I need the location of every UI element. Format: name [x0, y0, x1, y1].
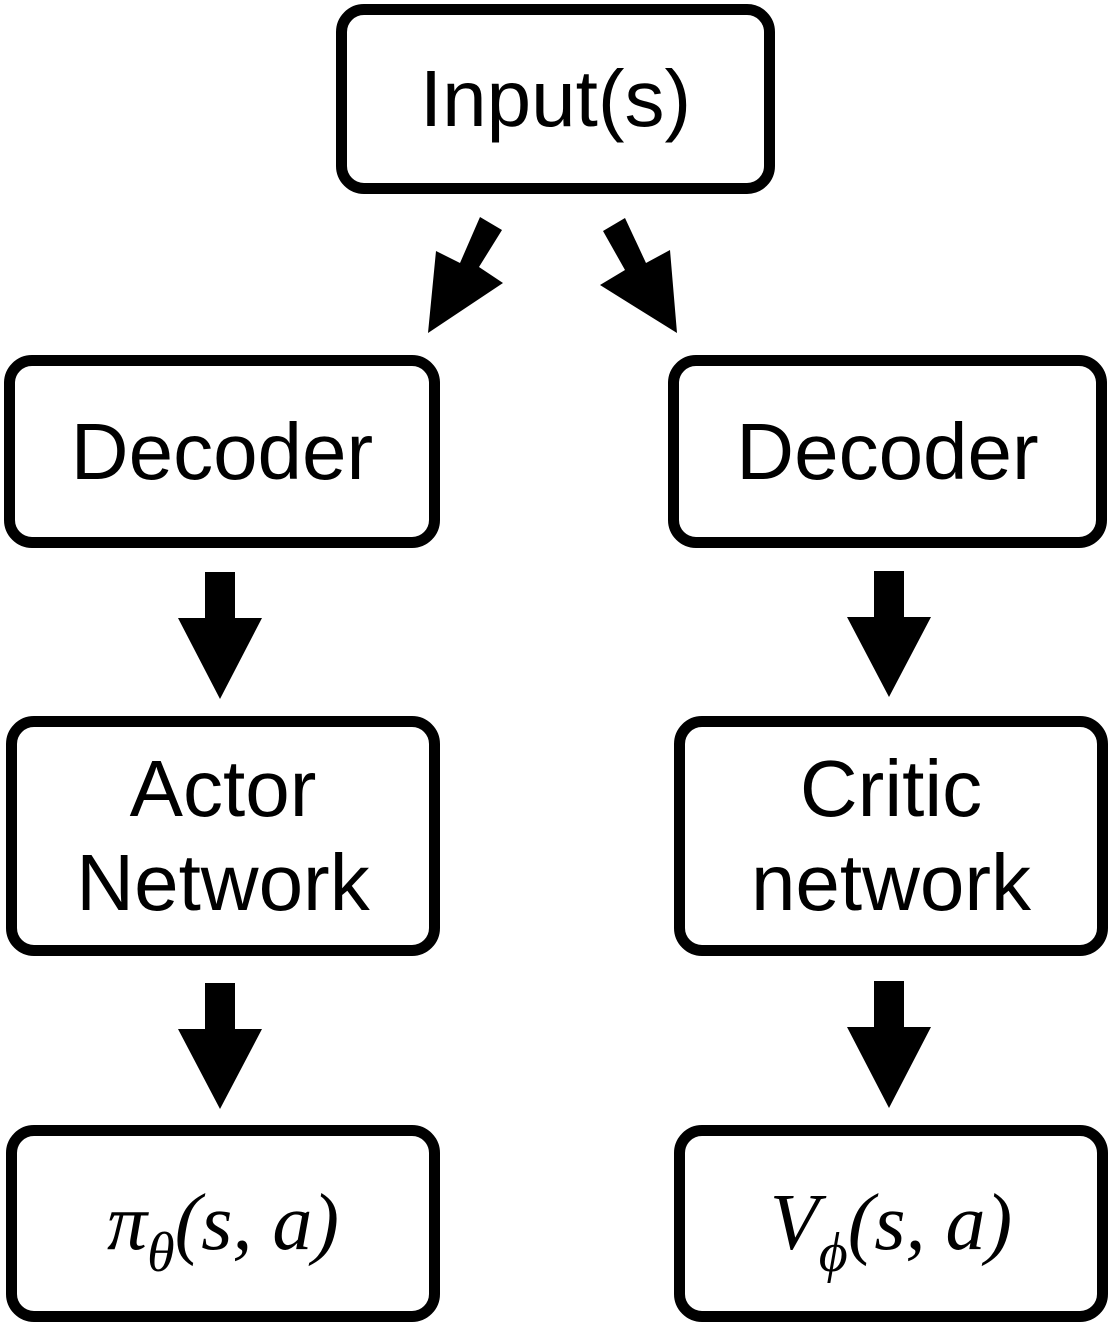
policy-args: (s, a): [174, 1178, 339, 1267]
decoder-right-node: Decoder: [668, 355, 1107, 548]
actor-network-node: Actor Network: [6, 716, 440, 956]
arrow-decoder-right-to-critic: [847, 571, 931, 697]
actor-network-label: Actor Network: [76, 744, 370, 927]
value-args: (s, a): [847, 1178, 1013, 1267]
decoder-left-node: Decoder: [4, 355, 440, 548]
decoder-left-label: Decoder: [70, 406, 374, 496]
arrow-input-to-decoder-left: [428, 217, 503, 333]
arrow-critic-to-value: [847, 981, 931, 1108]
arrow-input-to-decoder-right: [600, 218, 677, 333]
critic-network-node: Critic network: [674, 716, 1108, 956]
value-output-node: Vϕ(s, a): [674, 1125, 1108, 1322]
policy-symbol: π: [106, 1178, 148, 1267]
policy-formula: πθ(s, a): [106, 1177, 339, 1281]
policy-output-node: πθ(s, a): [6, 1125, 440, 1322]
critic-network-label: Critic network: [750, 744, 1032, 927]
policy-subscript: θ: [147, 1221, 175, 1284]
value-formula: Vϕ(s, a): [769, 1177, 1013, 1281]
value-subscript: ϕ: [818, 1221, 848, 1284]
value-symbol: V: [769, 1178, 819, 1267]
input-label: Input(s): [419, 54, 692, 144]
decoder-right-label: Decoder: [736, 406, 1039, 496]
input-node: Input(s): [336, 4, 775, 194]
arrow-decoder-left-to-actor: [178, 572, 262, 699]
arrow-actor-to-policy: [178, 983, 262, 1109]
